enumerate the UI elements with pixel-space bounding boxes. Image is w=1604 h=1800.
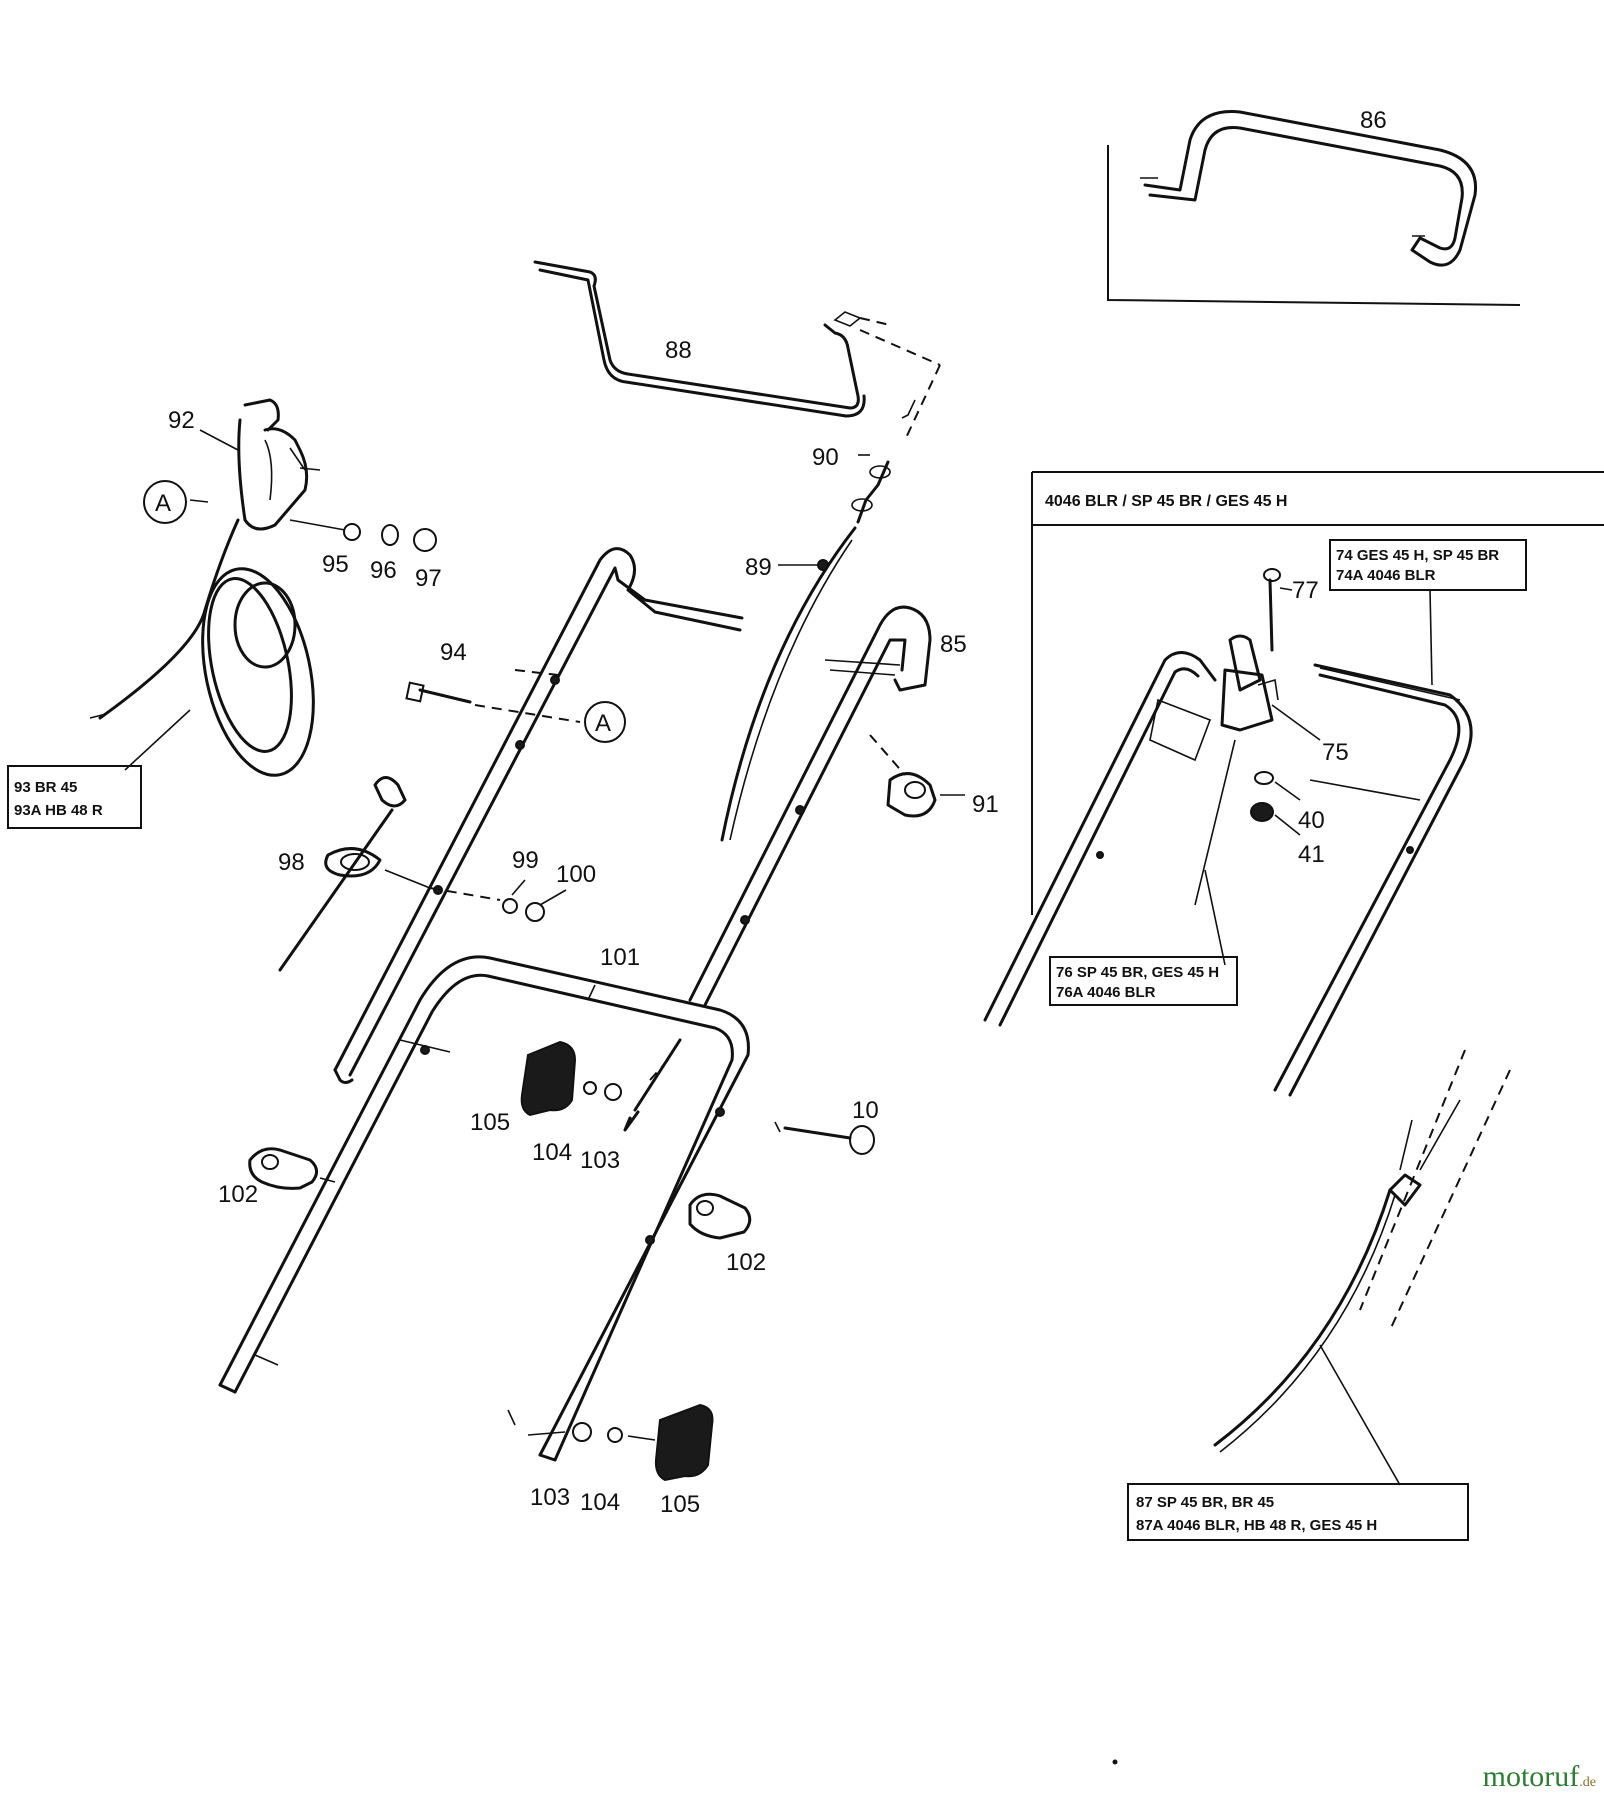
label-105-lower: 105 <box>660 1491 700 1518</box>
label-41: 41 <box>1298 841 1325 868</box>
part-102-clip-left: 102 <box>218 1147 336 1208</box>
label-95: 95 <box>322 551 349 578</box>
label-86: 86 <box>1360 107 1387 134</box>
label-100: 100 <box>556 861 596 888</box>
box-74-line2: 74A 4046 BLR <box>1336 567 1436 584</box>
label-circle-a-left: A <box>155 490 171 517</box>
box-76-line1: 76 SP 45 BR, GES 45 H <box>1056 964 1219 981</box>
part-87-cable: 87 SP 45 BR, BR 45 87A 4046 BLR, HB 48 R… <box>1127 1049 1511 1541</box>
label-99: 99 <box>512 847 539 874</box>
label-77: 77 <box>1292 577 1319 604</box>
label-75: 75 <box>1322 739 1349 766</box>
circle-marker-a-left: A <box>143 480 187 524</box>
watermark-logo: motoruf.de <box>1483 1760 1596 1794</box>
label-103-lower: 103 <box>530 1484 570 1511</box>
label-104-upper: 104 <box>532 1139 572 1166</box>
label-94: 94 <box>440 639 467 666</box>
part-101-lower-handle: 101 <box>218 944 750 1462</box>
label-92: 92 <box>168 407 195 434</box>
stray-dot <box>1112 1759 1118 1765</box>
part-88-cross-bar: 88 <box>533 260 941 418</box>
part-102-clip-right: 102 <box>688 1192 766 1276</box>
part-89-90-cable: 90 89 <box>720 364 941 842</box>
label-89: 89 <box>745 554 772 581</box>
box-87-line1: 87 SP 45 BR, BR 45 <box>1136 1494 1274 1511</box>
part-94-bolt: 94 <box>405 639 581 723</box>
watermark-brand: motoruf <box>1482 1760 1580 1793</box>
variant-inset: 4046 BLR / SP 45 BR / GES 45 H 74 GES 45… <box>983 471 1604 1097</box>
label-85: 85 <box>940 631 967 658</box>
variant-header: 4046 BLR / SP 45 BR / GES 45 H <box>1045 493 1287 510</box>
label-105-upper: 105 <box>470 1109 510 1136</box>
label-96: 96 <box>370 557 397 584</box>
label-90: 90 <box>812 444 839 471</box>
parts-105-104-103-upper: 105 104 103 <box>470 1038 682 1174</box>
label-104-lower: 104 <box>580 1489 620 1516</box>
watermark-suffix: .de <box>1579 1775 1596 1790</box>
label-91: 91 <box>972 791 999 818</box>
box-87 <box>1127 1483 1469 1541</box>
circle-marker-a-mid: A <box>584 701 626 743</box>
parts-95-96-97: 95 96 97 <box>289 519 442 592</box>
part-10-bolt: 10 <box>774 1097 879 1155</box>
box-74-line1: 74 GES 45 H, SP 45 BR <box>1336 547 1499 564</box>
label-circle-a-mid: A <box>595 710 611 737</box>
box-93-line2: 93A HB 48 R <box>14 802 103 819</box>
parts-103-104-105-lower: 103 104 105 <box>507 1403 714 1518</box>
label-103-upper: 103 <box>580 1147 620 1174</box>
label-88: 88 <box>665 337 692 364</box>
box-93-line1: 93 BR 45 <box>14 779 77 796</box>
label-101: 101 <box>600 944 640 971</box>
part-98-release-lever: 98 99 100 <box>278 776 596 972</box>
label-102-left: 102 <box>218 1181 258 1208</box>
label-10: 10 <box>852 1097 879 1124</box>
label-97: 97 <box>415 565 442 592</box>
box-87-line2: 87A 4046 BLR, HB 48 R, GES 45 H <box>1136 1517 1377 1534</box>
label-40: 40 <box>1298 807 1325 834</box>
label-98: 98 <box>278 849 305 876</box>
box-93 <box>7 765 142 829</box>
part-91-cable-clamp: 91 <box>869 734 999 818</box>
box-76 <box>1049 956 1238 1006</box>
cable-93-coil <box>89 518 315 777</box>
upper-handle-left-arm <box>333 547 744 1084</box>
box-76-line2: 76A 4046 BLR <box>1056 984 1156 1001</box>
box-74 <box>1329 539 1527 591</box>
label-102-right: 102 <box>726 1249 766 1276</box>
part-92-switch-box: 92 <box>168 398 321 531</box>
part-85-upper-handle: 85 <box>688 605 967 1007</box>
part-86-handle: 86 <box>1107 107 1521 306</box>
